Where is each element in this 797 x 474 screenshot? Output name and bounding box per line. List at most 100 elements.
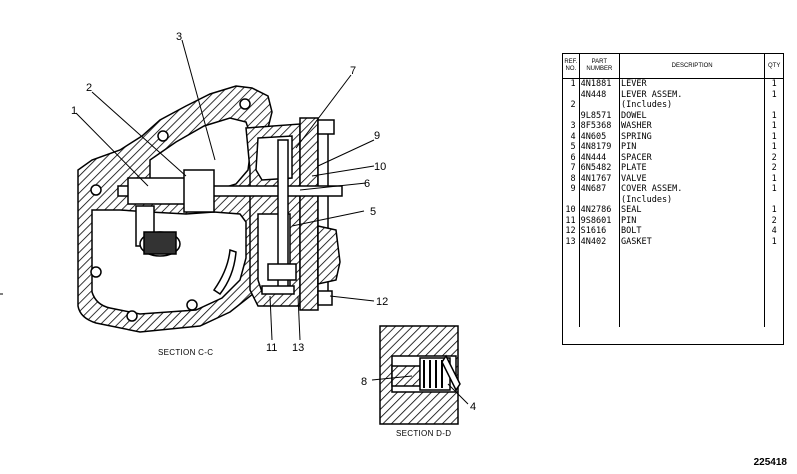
housing-section-c (77, 85, 273, 333)
description-cell: LEVER (619, 78, 766, 90)
ref-cell: 7 (563, 163, 580, 174)
part-number-cell: 4N605 (579, 131, 621, 142)
part-number-cell: S1616 (579, 226, 621, 237)
part-number-cell: 9S8601 (579, 215, 621, 226)
qty-cell: 1 (771, 110, 777, 121)
part-number-cell: 8F5368 (579, 121, 621, 132)
header-ref-no: REF. NO. (563, 54, 580, 79)
ref-cell: 9 (563, 184, 580, 195)
figure-number: 225418 (753, 457, 787, 468)
callout-12: 12 (376, 296, 388, 308)
empty-cell (563, 247, 580, 327)
header-description: DESCRIPTION (619, 54, 766, 79)
ref-cell: 2 (563, 100, 580, 111)
leader-lines (75, 39, 375, 341)
callout-13: 13 (292, 342, 304, 354)
part-number-cell: 4N2786 (579, 205, 621, 216)
description-cell: VALVE (619, 173, 766, 184)
empty-cell (619, 247, 766, 327)
qty-cell: 1 (771, 205, 777, 215)
part-number-cell: 9L8571 (579, 110, 621, 121)
qty-cell: 1 (771, 121, 777, 131)
part-number-cell: 4N1767 (579, 173, 621, 184)
callout-9: 9 (374, 130, 380, 142)
housing-section-d (379, 325, 461, 425)
description-cell: COVER ASSEM. (619, 184, 766, 195)
ref-cell: 12 (563, 226, 580, 237)
description-cell: PIN (619, 142, 766, 153)
qty-cell (765, 100, 783, 111)
part-number-cell: 6N5482 (579, 163, 621, 174)
lever-shaft (117, 139, 343, 295)
section-c-label: SECTION C-C (158, 348, 213, 357)
qty-cell: 1 (771, 131, 777, 142)
qty-cell: 2 (771, 152, 777, 163)
ref-cell: 13 (563, 236, 580, 247)
description-cell: PIN (619, 215, 766, 226)
callout-2: 2 (86, 82, 92, 94)
qty-cell: 1 (771, 89, 777, 100)
qty-cell: 2 (771, 163, 777, 173)
qty-cell: 1 (771, 79, 777, 89)
description-cell: (Includes) (619, 100, 766, 111)
callout-labels: 1 2 3 7 9 10 6 5 12 11 13 (71, 31, 388, 354)
ref-cell: 6 (563, 152, 580, 163)
ref-cell: 10 (563, 205, 580, 216)
description-cell: DOWEL (619, 110, 766, 121)
part-number-cell: 4N448 (579, 89, 621, 100)
qty-cell: 1 (771, 173, 777, 184)
callout-10: 10 (374, 161, 386, 173)
ref-cell (563, 194, 580, 205)
description-cell: SEAL (619, 205, 766, 216)
leader-lines-d (371, 375, 469, 405)
ref-cell: 11 (563, 215, 580, 226)
parts-table-header: REF. NO. PART NUMBER DESCRIPTION QTY (563, 54, 783, 79)
description-cell: PLATE (619, 163, 766, 174)
part-number-cell: 4N8179 (579, 142, 621, 153)
ref-cell: 5 (563, 142, 580, 153)
callout-7: 7 (350, 65, 356, 77)
qty-cell (765, 195, 783, 206)
callout-11: 11 (266, 342, 277, 354)
part-number-cell: 4N1881 (579, 78, 621, 90)
description-cell: WASHER (619, 121, 766, 132)
part-number-cell: 4N687 (579, 184, 621, 195)
callout-3: 3 (176, 31, 182, 43)
ref-cell (563, 89, 580, 100)
table-row: 2 (Includes) (563, 100, 783, 111)
table-row: (Includes) (563, 194, 783, 206)
section-d-label: SECTION D-D (396, 429, 451, 438)
qty-cell: 1 (771, 236, 777, 247)
part-number-cell (579, 100, 621, 111)
description-cell: SPACER (619, 152, 766, 163)
part-number-cell: 4N444 (579, 152, 621, 163)
ref-cell: 1 (563, 78, 580, 90)
ref-cell: 4 (563, 131, 580, 142)
description-cell: GASKET (619, 236, 766, 247)
callout-1: 1 (71, 105, 77, 117)
description-cell: SPRING (619, 131, 766, 142)
empty-cell (765, 247, 783, 327)
ref-cell: 8 (563, 173, 580, 184)
qty-cell: 2 (771, 215, 777, 226)
callout-5: 5 (370, 206, 376, 218)
part-number-cell (579, 194, 621, 205)
callout-8: 8 (361, 376, 367, 388)
part-number-cell: 4N402 (579, 236, 621, 247)
